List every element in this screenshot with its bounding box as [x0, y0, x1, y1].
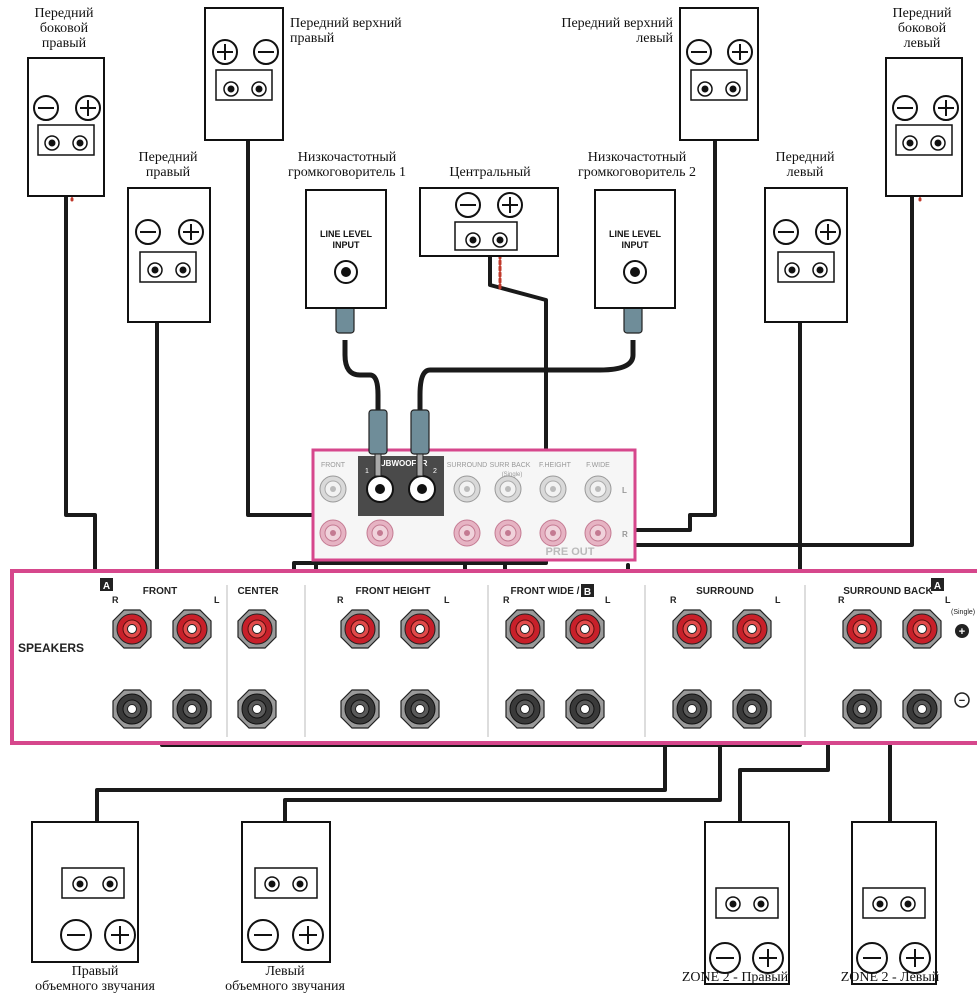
label-front-side-right: Передний боковой правый — [34, 6, 94, 51]
fwide-r-plus-terminal — [505, 609, 545, 649]
pre-out-fheight-label: F.HEIGHT — [539, 462, 572, 469]
surrback-l-plus-terminal — [902, 609, 942, 649]
surrback-l: L — [945, 595, 951, 605]
fwide-l: L — [605, 595, 611, 605]
pre-out-surround-label: SURROUND — [447, 462, 487, 469]
label-subwoofer-2: Низкочастотный громкоговоритель 2 — [577, 150, 697, 180]
speaker-surround-left — [241, 821, 331, 963]
surround-back-section-label: SURROUND BACK — [843, 586, 933, 597]
speaker-zone2-left — [851, 821, 937, 985]
speakers-title: SPEAKERS — [18, 641, 84, 655]
label-zone2-left: ZONE 2 - Левый — [840, 970, 940, 985]
pre-out-title: PRE OUT — [546, 546, 595, 558]
front-height-section-label: FRONT HEIGHT — [356, 586, 431, 597]
sub2-input-line1: LINE LEVEL — [609, 229, 662, 239]
center-section-label: CENTER — [237, 586, 279, 597]
speaker-front-side-right — [27, 57, 105, 197]
front-r-plus-terminal — [112, 609, 152, 649]
surround-l-minus-terminal — [732, 689, 772, 729]
fheight-l-plus-terminal — [400, 609, 440, 649]
label-front-left: Передний левый — [775, 150, 835, 180]
pre-out-sub-1: 1 — [365, 468, 369, 475]
surrback-r-plus-terminal — [842, 609, 882, 649]
speaker-front-right — [127, 187, 211, 323]
pre-out-panel: FRONT SUBWOOFER 1 2 SURROUND SURR BACK (… — [311, 448, 637, 562]
center-minus-terminal — [237, 689, 277, 729]
speaker-subwoofer-1: LINE LEVEL INPUT — [305, 189, 387, 309]
badge-a-surround-back: A — [934, 581, 941, 592]
front-section-label: FRONT — [143, 586, 177, 597]
speaker-zone2-right — [704, 821, 790, 985]
speaker-front-height-left — [679, 7, 759, 141]
subwoofer-rca-cables — [342, 340, 636, 410]
pre-out-r-label: R — [622, 530, 628, 539]
fwide-r: R — [503, 595, 510, 605]
pre-out-fwide-label: F.WIDE — [586, 462, 610, 469]
label-subwoofer-1: Низкочастотный громкоговоритель 1 — [287, 150, 407, 180]
sub1-input-line2: INPUT — [333, 240, 361, 250]
surrback-r: R — [838, 595, 845, 605]
speaker-surround-right — [31, 821, 139, 963]
surrback-l-minus-terminal — [902, 689, 942, 729]
front-r: R — [112, 595, 119, 605]
front-r-minus-terminal — [112, 689, 152, 729]
front-l-plus-terminal — [172, 609, 212, 649]
fwide-r-minus-terminal — [505, 689, 545, 729]
pre-out-single-label: (Single) — [502, 472, 523, 478]
label-front-height-right: Передний верхний правый — [290, 16, 402, 46]
surrback-single: (Single) — [951, 609, 975, 616]
label-front-height-left: Передний верхний левый — [561, 16, 673, 46]
speakers-panel: SPEAKERS A FRONT CENTER FRONT HEIGHT FRO… — [10, 569, 977, 745]
pre-out-subwoofer-label: SUBWOOFER — [375, 459, 428, 468]
speaker-front-left — [764, 187, 848, 323]
label-front-right: Передний правый — [138, 150, 198, 180]
fheight-l-minus-terminal — [400, 689, 440, 729]
pre-out-front-label: FRONT — [321, 462, 346, 469]
fwide-l-minus-terminal — [565, 689, 605, 729]
sub1-input-line1: LINE LEVEL — [320, 229, 373, 239]
surround-l-plus-terminal — [732, 609, 772, 649]
speaker-front-side-left — [885, 57, 963, 197]
sub2-input-line2: INPUT — [622, 240, 650, 250]
badge-b: B — [584, 587, 591, 598]
fheight-r-minus-terminal — [340, 689, 380, 729]
label-surround-left: Левый объемного звучания — [225, 964, 345, 994]
label-front-side-left: Передний боковой левый — [892, 6, 952, 51]
pre-out-sub-2: 2 — [433, 468, 437, 475]
plus-polarity: + — [959, 626, 965, 638]
front-wide-section-label: FRONT WIDE / — [511, 586, 580, 597]
surround-l: L — [775, 595, 781, 605]
speaker-subwoofer-2: LINE LEVEL INPUT — [594, 189, 676, 309]
subwoofer-rca-plugs — [335, 284, 643, 477]
fheight-r: R — [337, 595, 344, 605]
surround-r: R — [670, 595, 677, 605]
label-zone2-right: ZONE 2 - Правый — [681, 970, 789, 985]
center-plus-terminal — [237, 609, 277, 649]
surrback-r-minus-terminal — [842, 689, 882, 729]
speaker-center — [419, 187, 559, 257]
pre-out-l-label: L — [622, 486, 627, 495]
label-center: Центральный — [449, 165, 531, 180]
fwide-l-plus-terminal — [565, 609, 605, 649]
badge-a-front: A — [103, 581, 110, 592]
speaker-front-height-right — [204, 7, 284, 141]
surround-section-label: SURROUND — [696, 586, 754, 597]
label-surround-right: Правый объемного звучания — [35, 964, 155, 994]
surround-r-minus-terminal — [672, 689, 712, 729]
fheight-l: L — [444, 595, 450, 605]
surround-r-plus-terminal — [672, 609, 712, 649]
front-l-minus-terminal — [172, 689, 212, 729]
minus-polarity: − — [959, 695, 965, 707]
fheight-r-plus-terminal — [340, 609, 380, 649]
pre-out-surr-back-label: SURR BACK — [490, 462, 531, 469]
front-l: L — [214, 595, 220, 605]
